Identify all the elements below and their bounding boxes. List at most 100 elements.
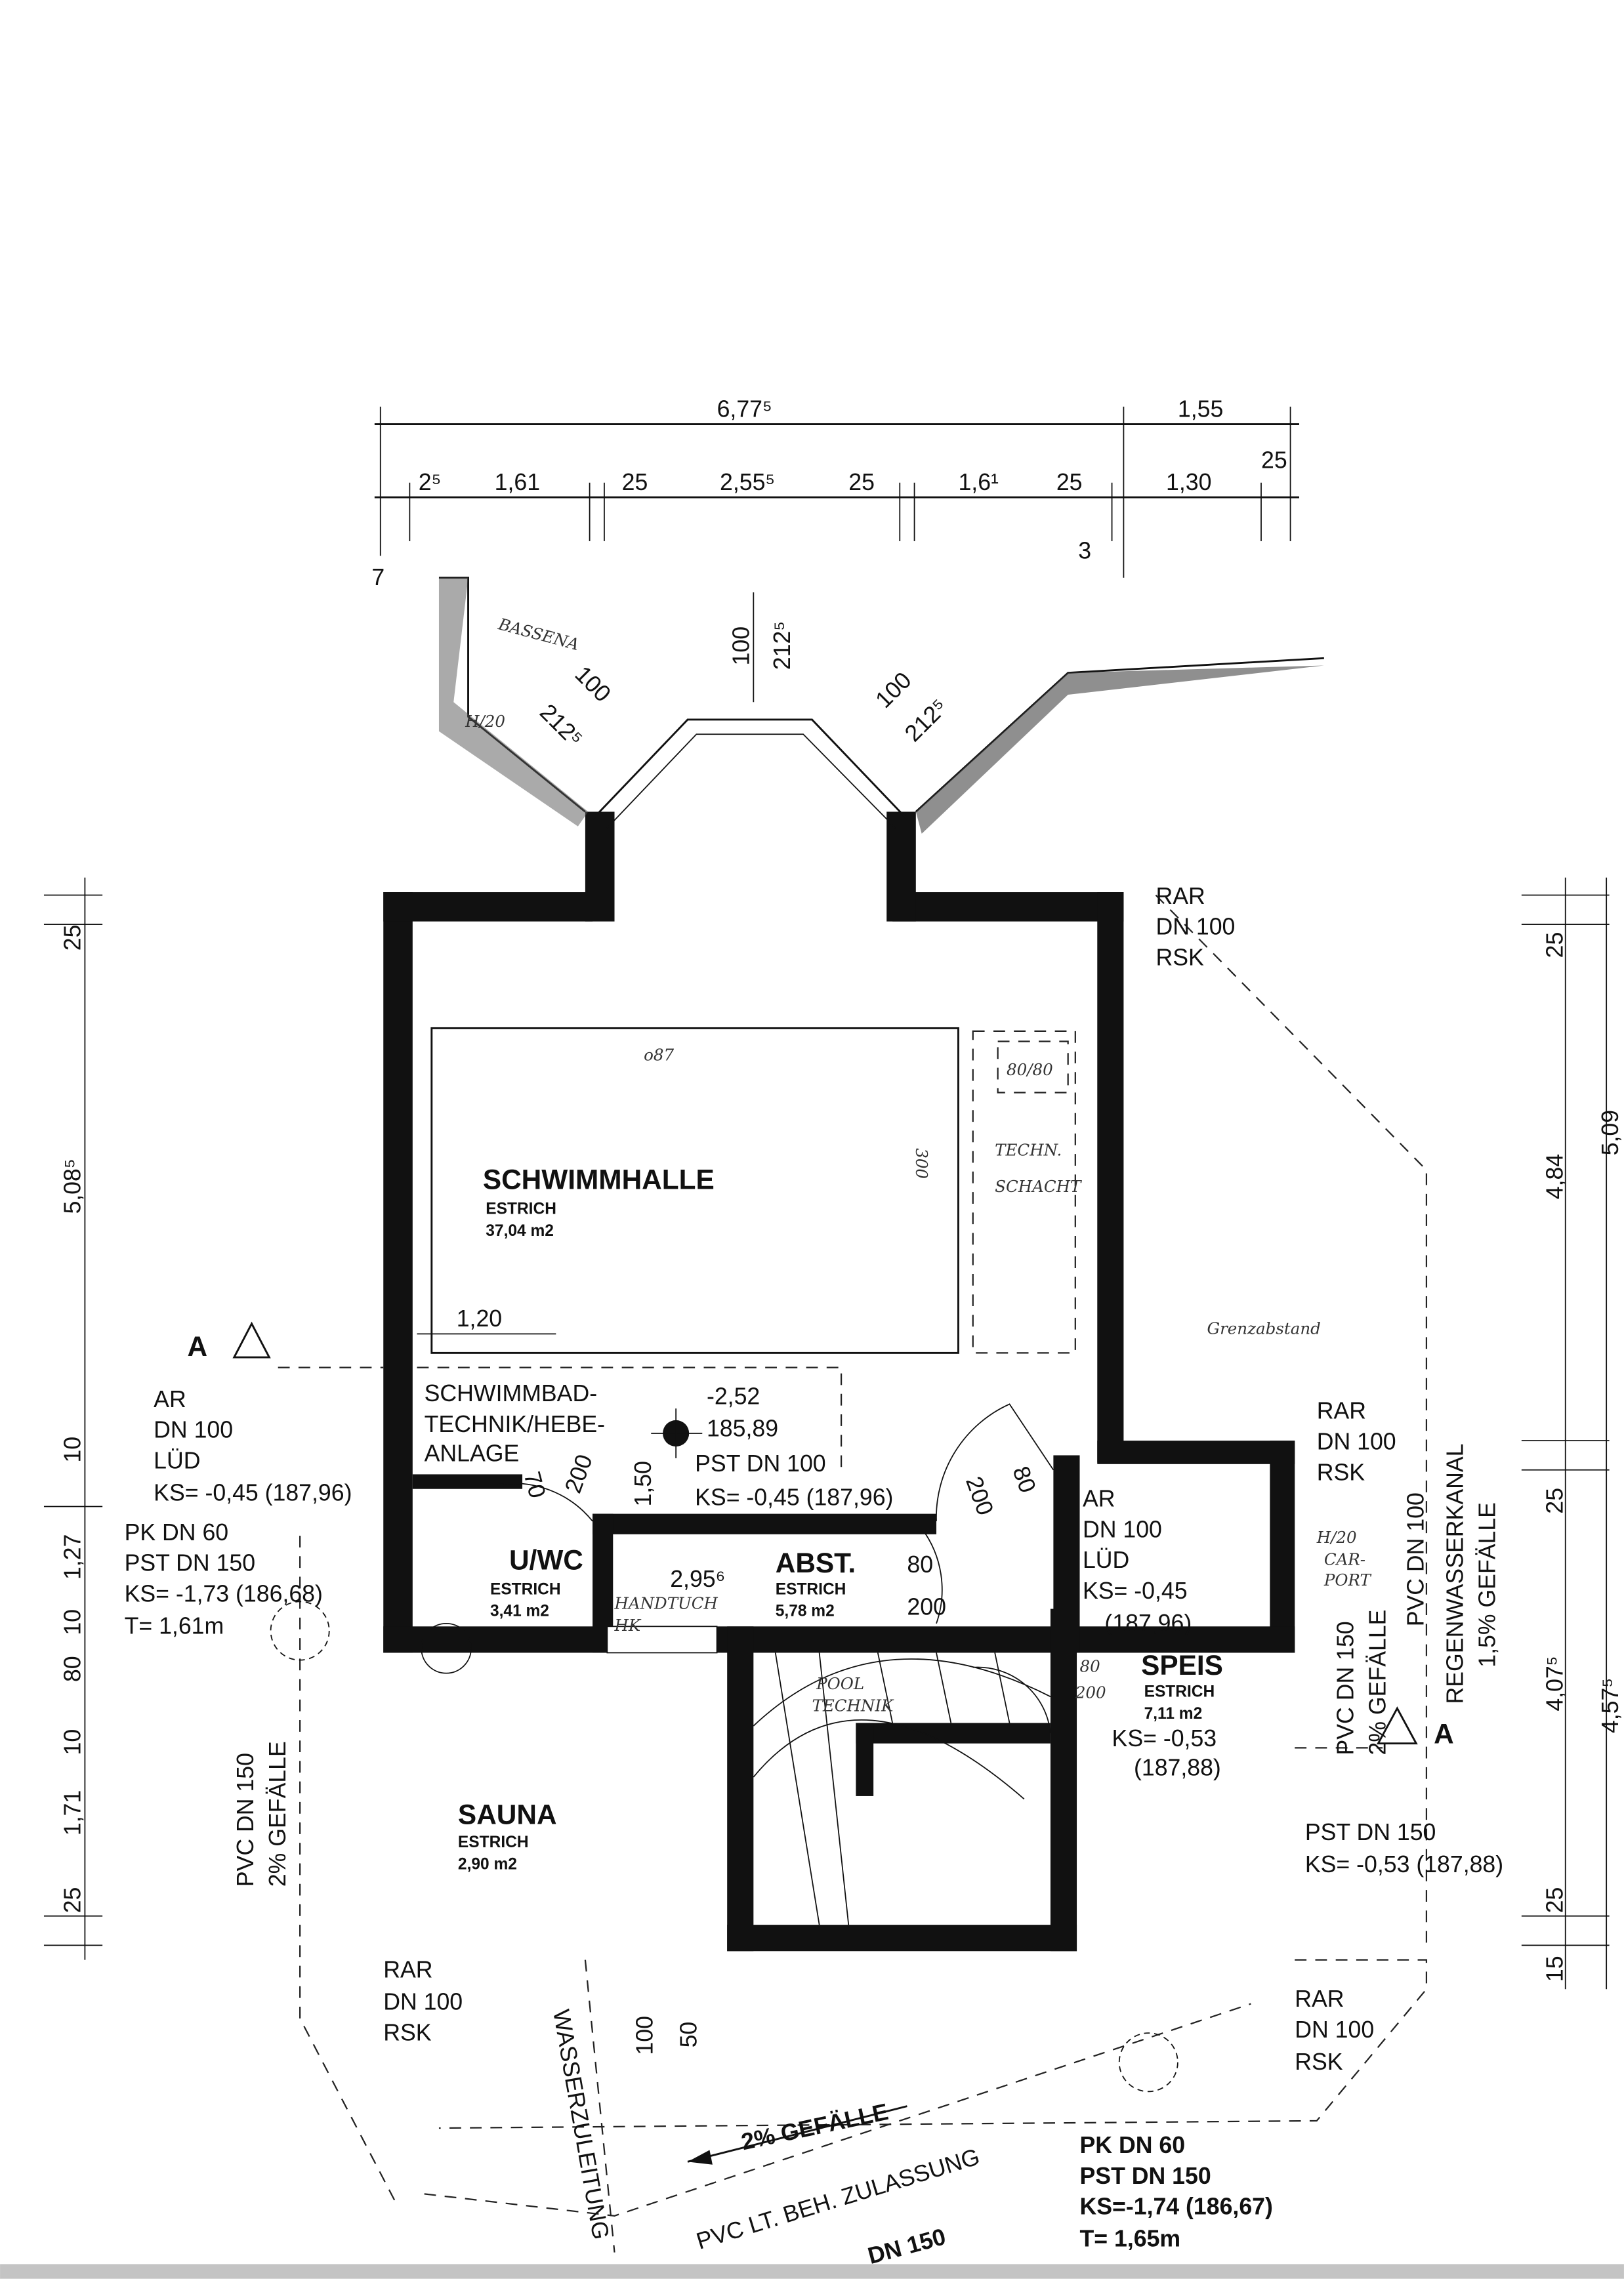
room-speis: SPEIS ESTRICH 7,11 m2 — [1141, 1650, 1223, 1723]
note-line: RAR — [1295, 1986, 1344, 2012]
note-center-level: -2,52 185,89 PST DN 100 KS= -0,45 (187,9… — [695, 1383, 893, 1510]
note-line: KS= -0,53 — [1112, 1725, 1217, 1752]
dim-label: 50 — [675, 2022, 701, 2048]
dim-label: 5,09 — [1597, 1110, 1623, 1155]
handwritten-note: Grenzabstand — [1207, 1319, 1320, 1338]
room-technik: SCHWIMMBAD- TECHNIK/HEBE- ANLAGE — [425, 1380, 605, 1466]
dim-label: 25 — [1541, 932, 1568, 958]
staircase — [753, 1652, 1051, 1925]
dim-label: 15 — [1541, 1956, 1568, 1982]
note-line: RAR — [1156, 883, 1205, 909]
room-area: 37,04 m2 — [486, 1222, 554, 1240]
dim-label: 2,95⁶ — [670, 1566, 725, 1592]
room-uwc: U/WC ESTRICH 3,41 m2 — [490, 1544, 583, 1620]
note-line: DN 100 — [1083, 1516, 1162, 1542]
dim-label: 2⁵ — [419, 469, 442, 495]
note-line: DN 100 — [383, 1988, 463, 2015]
dim-label: 1,71 — [60, 1790, 86, 1835]
dim-label: 25 — [60, 925, 86, 951]
note-line: T= 1,65m — [1080, 2226, 1181, 2252]
section-label: A — [1434, 1719, 1454, 1750]
handwritten-note: POOL — [816, 1674, 864, 1693]
handwritten-note: BASSENA — [496, 614, 581, 654]
dim-label: 1,6¹ — [958, 469, 999, 495]
note-pst-right: PST DN 150 KS= -0,53 (187,88) — [1305, 1819, 1503, 1877]
note-line: AR — [154, 1386, 186, 1412]
note-line: KS=-1,74 (186,67) — [1080, 2194, 1273, 2220]
note-rar-right: RAR DN 100 RSK — [1317, 1398, 1396, 1486]
note-line: PST DN 100 — [695, 1450, 826, 1477]
handwritten-note: 80/80 — [1007, 1060, 1053, 1079]
dim-label: 80 — [1007, 1463, 1041, 1496]
dim-label: 100 — [570, 661, 615, 707]
dim-label: 10 — [60, 1437, 86, 1463]
note-line: RSK — [383, 2019, 432, 2045]
note-rar-bottom-left: RAR DN 100 RSK — [383, 1956, 463, 2045]
door-swings — [497, 1403, 1054, 1734]
note-line: LÜD — [154, 1448, 200, 1474]
note-line: PST DN 150 — [1080, 2163, 1211, 2189]
room-area: 5,78 m2 — [776, 1603, 835, 1620]
note-rar-top: RAR DN 100 RSK — [1156, 883, 1235, 971]
note-line: RAR — [383, 1956, 432, 1982]
dim-label: 2,55⁵ — [720, 469, 775, 495]
room-area: 2,90 m2 — [458, 1855, 517, 1873]
note-line: 2% GEFÄLLE — [739, 2099, 890, 2155]
note-speis-ar: AR DN 100 LÜD KS= -0,45 (187,96) — [1083, 1485, 1192, 1636]
room-name: ANLAGE — [425, 1440, 520, 1466]
technik-room-outline — [417, 1366, 843, 1470]
note-line: PVC DN 100 — [1402, 1492, 1428, 1626]
dim-label: 212⁵ — [900, 693, 953, 747]
dim-label: 212⁵ — [535, 699, 588, 752]
note-line: 1,5% GEFÄLLE — [1474, 1502, 1501, 1668]
note-line: KS= -0,53 (187,88) — [1305, 1851, 1503, 1877]
note-line: PST DN 150 — [125, 1550, 256, 1576]
dim-label: 200 — [907, 1593, 946, 1620]
dim-label: 25 — [1541, 1488, 1568, 1514]
dim-label: 1,55 — [1178, 396, 1223, 422]
note-line: PK DN 60 — [125, 1519, 229, 1546]
room-name: TECHNIK/HEBE- — [425, 1411, 605, 1437]
note-line: DN 100 — [1156, 914, 1235, 940]
dim-label: 80 — [60, 1656, 86, 1682]
handwritten-note: CAR- — [1324, 1550, 1365, 1569]
note-line: RSK — [1156, 945, 1204, 971]
note-line: LÜD — [1083, 1547, 1129, 1573]
room-floor: ESTRICH — [486, 1200, 556, 1218]
note-line: DN 150 — [865, 2223, 948, 2269]
note-left-pk: PK DN 60 PST DN 150 KS= -1,73 (186,68) T… — [125, 1519, 323, 1639]
handwritten-note: TECHNIK — [812, 1696, 895, 1715]
note-line: (187,88) — [1134, 1755, 1221, 1781]
handwritten-note: TECHN. — [995, 1140, 1062, 1159]
dim-label: 1,61 — [495, 469, 540, 495]
note-line: DN 100 — [154, 1417, 233, 1443]
dim-label: 6,77⁵ — [717, 396, 772, 422]
dim-label: 200 — [560, 1451, 598, 1497]
note-line: 185,89 — [707, 1415, 778, 1441]
dimension-lines — [43, 406, 1610, 1990]
room-schwimmhalle: SCHWIMMHALLE ESTRICH 37,04 m2 300 1,20 — [417, 1148, 931, 1335]
note-left-ar: AR DN 100 LÜD KS= -0,45 (187,96) — [154, 1386, 352, 1506]
dim-label: 25 — [1261, 447, 1287, 473]
room-name: U/WC — [509, 1544, 583, 1575]
room-floor: ESTRICH — [458, 1834, 529, 1851]
note-pvc-right: PVC DN 150 2% GEFÄLLE PVC DN 100 REGENWA… — [1332, 1444, 1500, 1755]
note-line: DN 100 — [1317, 1429, 1396, 1455]
room-area: 7,11 m2 — [1144, 1705, 1203, 1723]
room-floor: ESTRICH — [1144, 1683, 1215, 1700]
section-marker-right: A — [1376, 1706, 1454, 1750]
dim-label: 3 — [1078, 538, 1091, 564]
dim-label: 25 — [1056, 469, 1083, 495]
pool-basin — [430, 1027, 959, 1354]
note-line: RAR — [1317, 1398, 1366, 1424]
dim-label: 25 — [1541, 1887, 1568, 1914]
room-floor: ESTRICH — [490, 1580, 561, 1598]
room-name: SPEIS — [1141, 1650, 1223, 1681]
note-line: 2% GEFÄLLE — [264, 1741, 291, 1887]
handwritten-note: 200 — [1075, 1683, 1106, 1702]
note-line: KS= -1,73 (186,68) — [125, 1580, 323, 1607]
top-dimensions: 6,77⁵ 1,55 25 2⁵ 1,61 25 2,55⁵ 25 1,6¹ 2… — [371, 396, 1287, 590]
dim-label: 5,08⁵ — [60, 1158, 86, 1214]
dim-label: 4,07⁵ — [1541, 1656, 1568, 1711]
